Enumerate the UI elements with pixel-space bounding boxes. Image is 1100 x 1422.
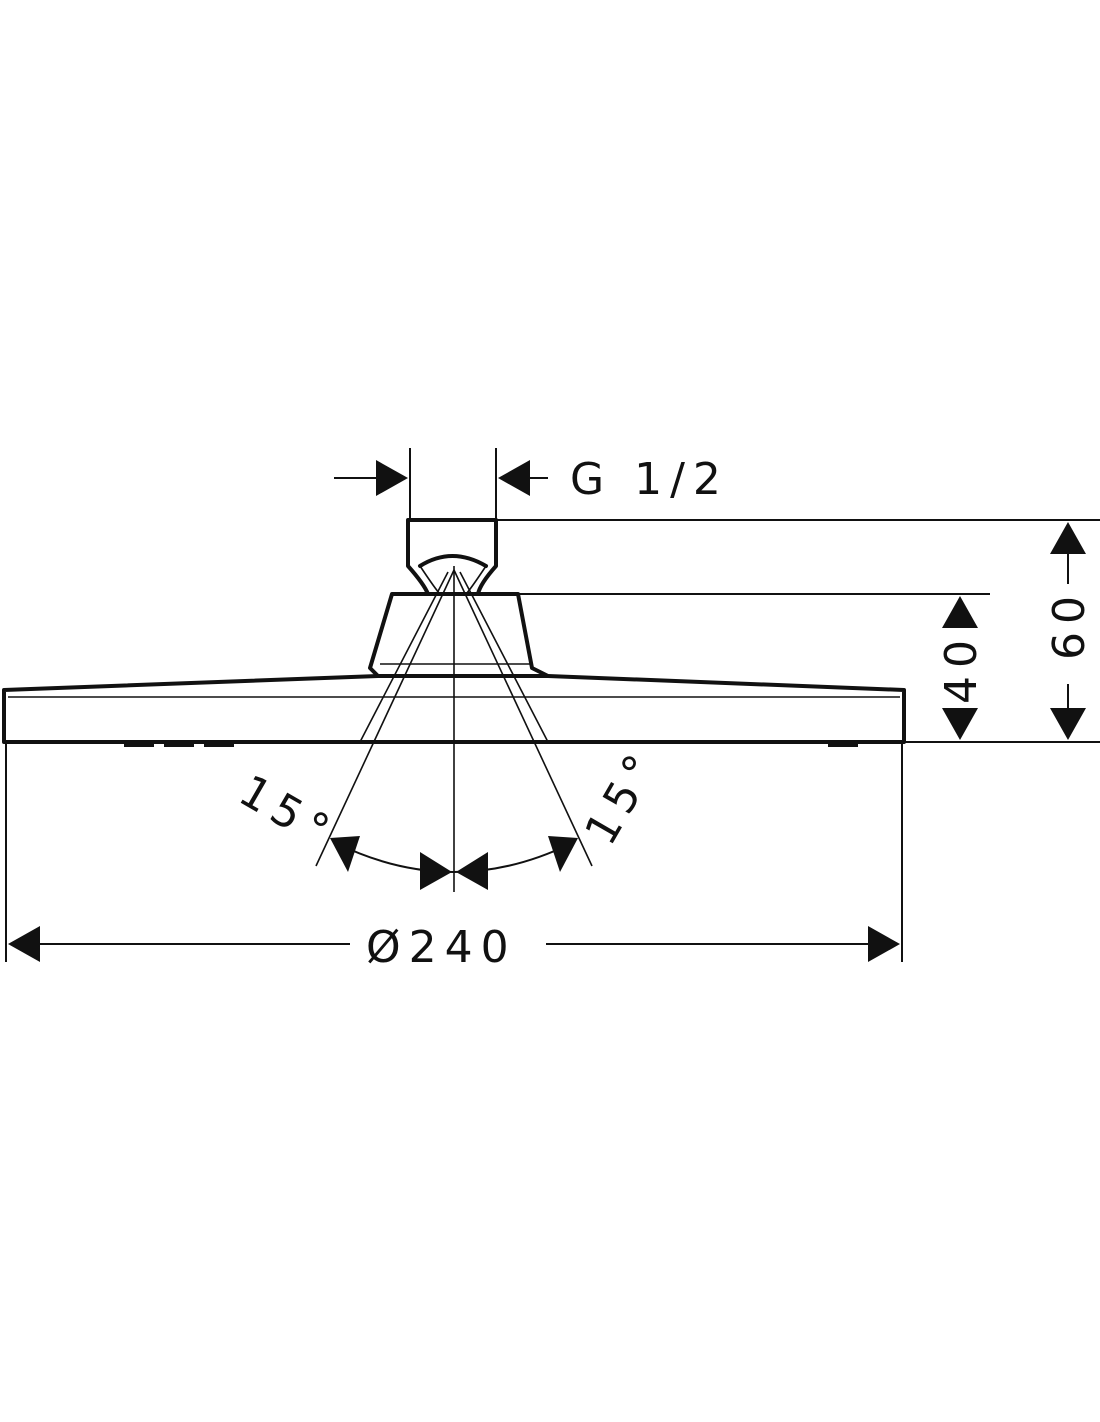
angle-arrow-right-outer <box>548 836 578 872</box>
thread-label: G 1/2 <box>570 454 729 505</box>
angle-dimension: 15° 15° <box>231 740 671 890</box>
diameter-arrow-right <box>868 926 900 962</box>
thread-dimension: G 1/2 <box>334 448 729 520</box>
angle-arrow-right-inner <box>456 852 488 890</box>
nozzle <box>828 742 858 747</box>
thread-arrow-right <box>498 460 530 496</box>
thread-arrow-left <box>376 460 408 496</box>
nut-neck <box>419 565 487 595</box>
height-60-label: 60 <box>1044 588 1095 660</box>
height-dimensions: 60 40 <box>496 519 1100 743</box>
diameter-arrow-left <box>8 926 40 962</box>
spray-line-right <box>453 569 593 867</box>
nozzle <box>124 742 154 747</box>
height-60-arrow-bottom <box>1050 708 1086 740</box>
disc-body <box>2 674 906 744</box>
angle-arrow-left-inner <box>420 852 452 890</box>
spray-line-left <box>315 569 455 867</box>
diameter-label: Ø240 <box>366 922 517 973</box>
spray-line-left-inner <box>359 571 449 743</box>
height-40-arrow-top <box>942 596 978 628</box>
nozzle <box>204 742 234 747</box>
nozzle-row <box>124 742 858 747</box>
height-60-arrow-top <box>1050 522 1086 554</box>
angle-label-right: 15° <box>575 740 670 854</box>
height-40-arrow-bottom <box>942 708 978 740</box>
spray-line-right-inner <box>459 571 549 743</box>
angle-arrow-left-outer <box>330 836 360 872</box>
diameter-dimension: Ø240 <box>5 742 903 973</box>
nozzle <box>164 742 194 747</box>
height-40-label: 40 <box>936 632 987 704</box>
nut-inner-curve <box>418 554 488 568</box>
angle-label-left: 15° <box>231 765 345 860</box>
angle-arc <box>337 843 571 874</box>
center-lines <box>315 566 593 892</box>
